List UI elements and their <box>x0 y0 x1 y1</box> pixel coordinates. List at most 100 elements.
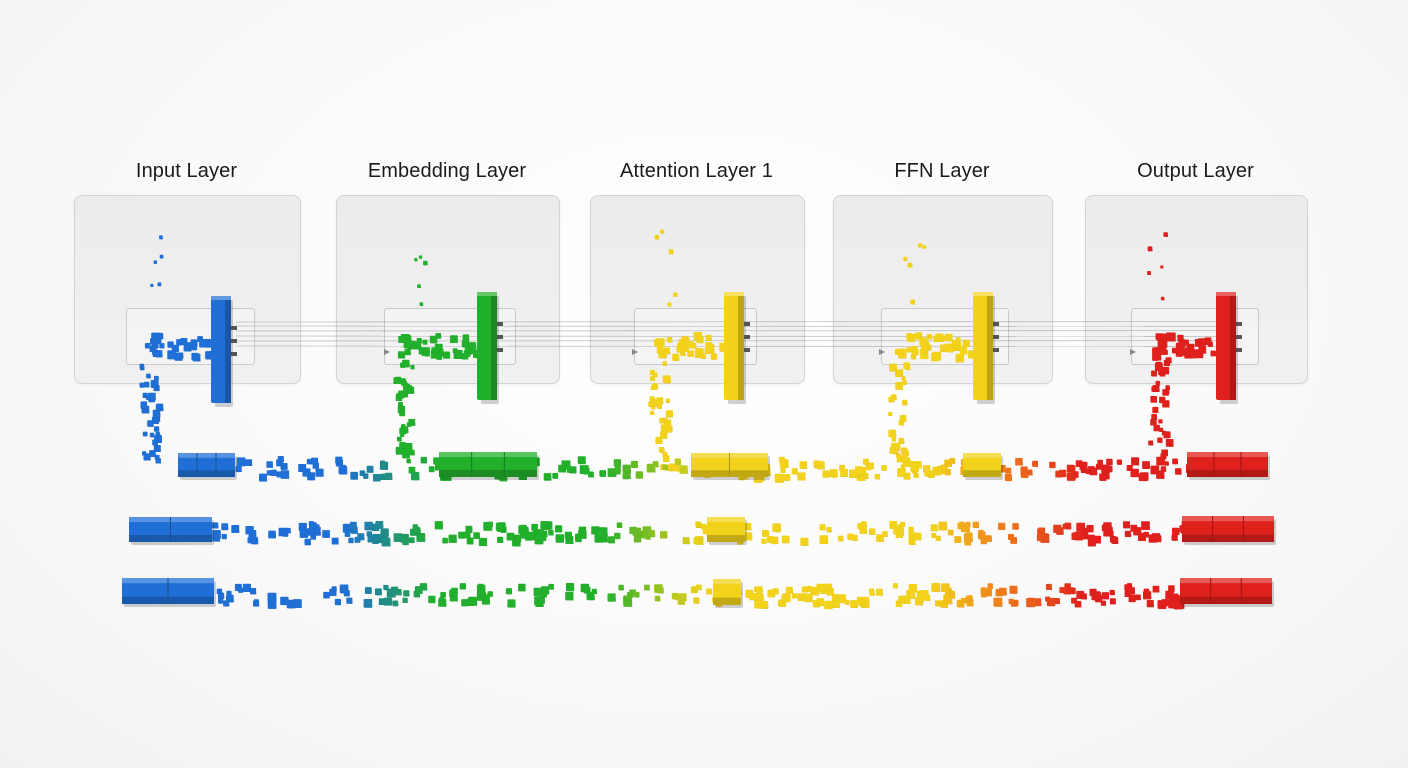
row3-particles <box>677 597 685 605</box>
input-particles <box>159 254 164 259</box>
row1-particles <box>235 466 242 473</box>
embedding-particles <box>419 302 424 306</box>
row3-particles <box>586 592 595 601</box>
row1-particles <box>840 469 848 477</box>
row3-particles <box>226 590 232 596</box>
ffn-particles <box>918 243 923 248</box>
embedding-particles <box>401 390 409 398</box>
row1-particles <box>277 456 284 463</box>
row3-particles <box>1109 598 1116 605</box>
row3-particles <box>1094 592 1102 600</box>
row1-particles <box>366 465 374 473</box>
row3-particles <box>403 590 410 597</box>
ffn-particles <box>906 347 913 353</box>
output-particles <box>1155 380 1161 386</box>
row3-particles <box>505 588 512 595</box>
output-particles <box>1165 439 1174 447</box>
row1-particles <box>613 459 621 467</box>
row2-particles <box>375 521 384 529</box>
row1-particles <box>855 466 863 475</box>
output-particles <box>1160 333 1167 340</box>
row1-block-output-highlight <box>1187 452 1268 457</box>
row1-particles <box>266 470 272 476</box>
attention-particles <box>658 447 665 453</box>
output-particles <box>1152 406 1159 413</box>
input-particles <box>150 380 159 388</box>
row1-particles <box>1156 470 1165 479</box>
ffn-particles <box>898 438 905 444</box>
row2-particles <box>913 532 922 541</box>
embedding-particles <box>453 350 463 359</box>
ffn-particles <box>895 382 903 390</box>
row3-particles <box>476 584 486 594</box>
row2-particles <box>304 538 311 546</box>
row1-particles <box>1101 464 1110 473</box>
embedding-particles <box>404 335 412 342</box>
row1-particles <box>1068 465 1076 473</box>
row1-particles <box>679 465 688 474</box>
attention-particles <box>660 229 665 234</box>
row2-particles <box>458 531 465 539</box>
row3-particles <box>461 599 469 607</box>
embedding-particles <box>406 385 413 391</box>
row2-particles <box>682 537 690 545</box>
row2-particles <box>221 523 229 531</box>
output-particles <box>1157 437 1163 443</box>
row1-particles <box>1015 458 1023 466</box>
row3-particles <box>363 599 373 608</box>
row3-particles <box>906 589 916 599</box>
row1-particles <box>1005 467 1012 474</box>
input-particles <box>142 392 148 398</box>
row2-particles <box>555 534 564 543</box>
output-particles <box>1194 339 1203 347</box>
embedding-particles <box>404 348 411 356</box>
row2-block-end-highlight <box>1182 516 1274 522</box>
output-particles <box>1159 427 1164 432</box>
row2-particles <box>1071 532 1079 540</box>
embedding-vertical-bar-nub <box>497 322 503 326</box>
row3-particles <box>824 600 833 610</box>
output-particles <box>1160 296 1165 301</box>
row1-particles <box>1138 473 1147 482</box>
ffn-particles <box>955 337 961 343</box>
output-particles <box>1153 424 1160 432</box>
row1-block-input-highlight <box>178 453 235 458</box>
row1-block-ffn-highlight <box>963 453 1001 458</box>
row2-particles <box>483 521 493 531</box>
row2-particles <box>473 532 480 539</box>
row1-particles <box>270 469 277 476</box>
output-particles <box>1188 350 1197 359</box>
row1-particles <box>944 459 952 467</box>
output-particles <box>1163 232 1168 237</box>
attention-particles <box>656 346 664 354</box>
row1-particles <box>932 466 941 476</box>
input-particles <box>157 282 162 287</box>
row1-particles <box>862 458 869 465</box>
row3-particles <box>440 592 446 598</box>
row1-particles <box>335 456 343 464</box>
row3-particles <box>395 589 402 596</box>
input-particles <box>144 343 151 349</box>
row1-particles <box>1130 468 1139 478</box>
row1-particles <box>1085 468 1092 475</box>
row2-particles <box>935 535 941 541</box>
row3-particles <box>1146 600 1154 608</box>
embedding-particles <box>418 255 423 259</box>
row2-particles <box>1086 525 1094 533</box>
row1-particles <box>1142 461 1150 469</box>
row2-particles <box>980 537 987 545</box>
attention-particles <box>662 417 668 423</box>
row2-particles <box>495 522 504 531</box>
output-particles <box>1204 337 1212 345</box>
row2-particles <box>533 534 541 541</box>
attention-particles <box>652 372 658 378</box>
row1-particles <box>924 471 930 477</box>
ffn-particles <box>919 337 928 346</box>
row1-particles <box>913 472 919 478</box>
input-particles <box>171 344 179 352</box>
row2-particles <box>1012 523 1019 530</box>
row1-particles <box>306 458 313 465</box>
row2-particles <box>998 522 1006 530</box>
output-vertical-bar-nub <box>1236 335 1242 339</box>
row3-particles <box>792 593 798 599</box>
